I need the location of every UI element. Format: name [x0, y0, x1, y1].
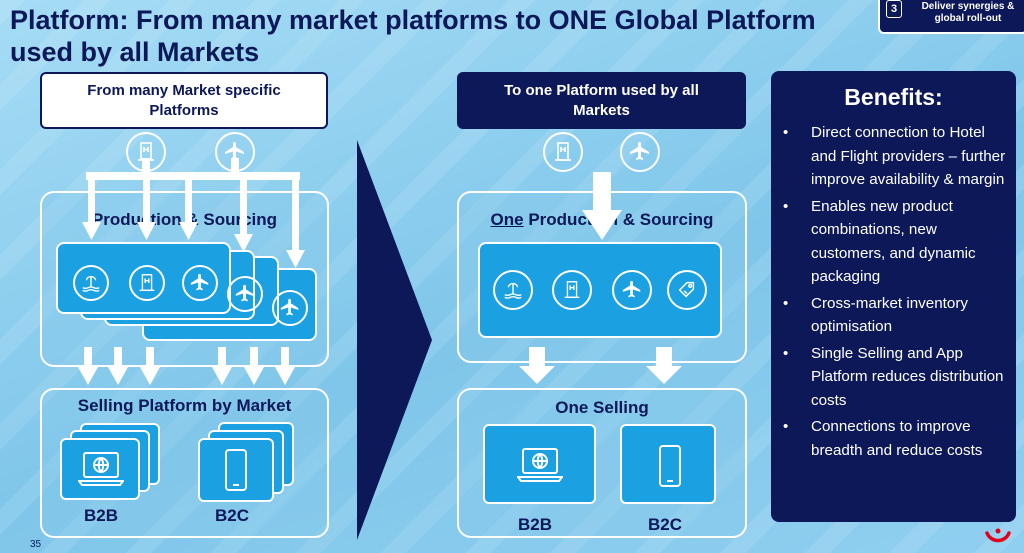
beach-icon	[493, 270, 533, 310]
left-b2b-label: B2B	[84, 506, 119, 525]
tag-icon	[667, 270, 707, 310]
tui-logo	[985, 528, 1011, 543]
left-selling-label: Selling Platform by Market	[77, 396, 292, 415]
beach-icon	[73, 265, 109, 301]
right-b2b-label: B2B	[518, 515, 553, 534]
benefits-list: Direct connection to Hotel and Flight pr…	[771, 121, 1016, 465]
right-production-label: One Production & Sourcing	[459, 210, 745, 230]
benefit-item: Direct connection to Hotel and Flight pr…	[783, 121, 1006, 192]
page-number: 35	[30, 539, 42, 550]
b2c-card	[620, 424, 716, 504]
smartphone-icon	[225, 449, 247, 491]
right-production-rest: Production & Sourcing	[523, 210, 714, 229]
smartphone-icon	[659, 445, 681, 487]
benefits-panel: Benefits: Direct connection to Hotel and…	[771, 71, 1016, 522]
benefit-item: Connections to improve breadth and reduc…	[783, 415, 1006, 462]
laptop-globe-icon	[78, 452, 124, 486]
right-selling-label: One Selling	[555, 398, 649, 417]
left-b2c-label: B2C	[215, 506, 250, 525]
b2c-card-front	[198, 438, 274, 502]
right-b2c-label: B2C	[648, 515, 683, 534]
left-header: From many Market specific Platforms	[40, 72, 328, 129]
laptop-globe-icon	[517, 448, 563, 482]
hotel-icon	[543, 132, 583, 172]
benefit-item: Cross-market inventory optimisation	[783, 292, 1006, 339]
right-production-prefix: One	[490, 210, 524, 229]
hotel-icon	[129, 265, 165, 301]
step-badge: 3 Deliver synergies & global roll-out	[878, 0, 1024, 34]
airplane-icon	[272, 290, 308, 326]
step-number: 3	[886, 0, 902, 18]
benefit-item: Single Selling and App Platform reduces …	[783, 342, 1006, 413]
airplane-icon	[182, 265, 218, 301]
transition-chevron	[357, 140, 432, 540]
hotel-icon	[552, 270, 592, 310]
benefit-item: Enables new product combinations, new cu…	[783, 195, 1006, 289]
slide-title: Platform: From many market platforms to …	[10, 5, 816, 67]
airplane-icon	[620, 132, 660, 172]
step-text: Deliver synergies & global roll-out	[921, 1, 1015, 24]
airplane-icon	[612, 270, 652, 310]
benefits-title: Benefits:	[844, 84, 943, 110]
b2b-card-front	[60, 438, 140, 500]
right-header: To one Platform used by all Markets	[457, 72, 746, 129]
b2b-card	[483, 424, 596, 504]
airplane-icon	[227, 276, 263, 312]
